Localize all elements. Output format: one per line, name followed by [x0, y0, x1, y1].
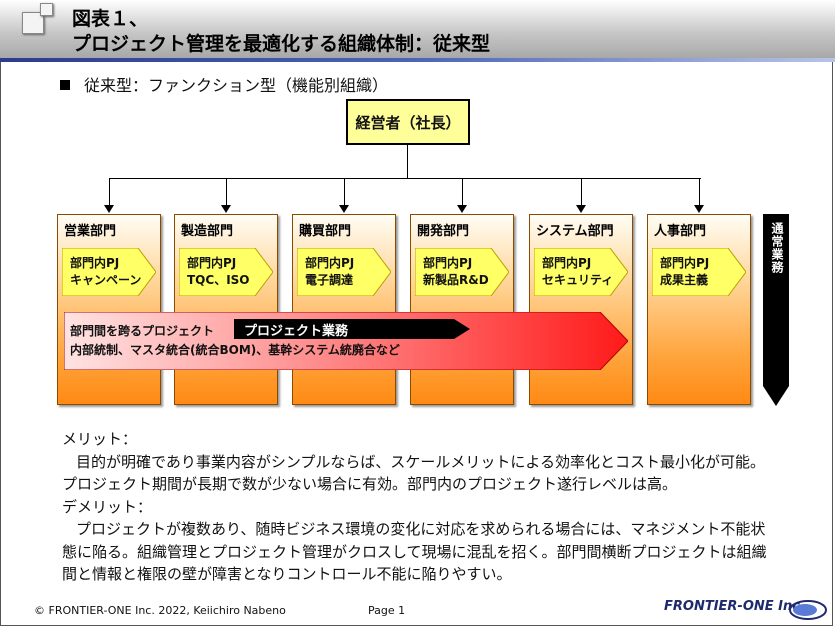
- dept-project-text: 部門内PJ セキュリティ: [542, 255, 613, 289]
- header-accent-line: [0, 58, 835, 62]
- dept-project-label: 部門内PJ: [423, 256, 473, 270]
- dept-column: 開発部門: [410, 214, 514, 405]
- cross-department-arrow: [64, 312, 628, 370]
- decorative-small-square-icon: [40, 3, 53, 16]
- footer-page-number: Page 1: [368, 604, 406, 617]
- arrow-down-icon: [576, 205, 586, 213]
- dept-project-text: 部門内PJ 新製品R&D: [423, 255, 489, 289]
- dept-connector-line: [226, 178, 227, 206]
- demerit-line: プロジェクトが複数あり、随時ビジネス環境の変化に対応を求められる場合には、マネジ…: [76, 520, 766, 538]
- dept-connector-line: [581, 178, 582, 206]
- footer-brand-name: FRONTIER-ONE Inc.: [664, 599, 805, 614]
- decorative-square-icon: [22, 12, 44, 34]
- dept-column: 営業部門: [57, 214, 161, 405]
- dept-name: 開発部門: [417, 224, 470, 239]
- header-banner: [0, 0, 835, 58]
- page-title-line1: 図表１、: [72, 8, 149, 30]
- dept-project-text: 部門内PJ TQC、ISO: [187, 255, 250, 289]
- arrow-down-icon: [694, 205, 704, 213]
- arrow-down-icon: [104, 205, 114, 213]
- dept-name: 製造部門: [181, 224, 234, 239]
- project-work-label: プロジェクト業務: [244, 324, 349, 339]
- dept-project-arrow: 部門内PJ 成果主義: [652, 248, 746, 296]
- dept-name: 営業部門: [64, 224, 117, 239]
- dept-connector-line: [344, 178, 345, 206]
- ceo-connector-line: [407, 145, 408, 178]
- dept-project-label: 部門内PJ: [542, 256, 592, 270]
- dept-project-arrow: 部門内PJ 新製品R&D: [415, 248, 509, 296]
- dept-project-label: 部門内PJ: [660, 256, 710, 270]
- subtitle-bullet: 従来型：ファンクション型（機能別組織）: [60, 72, 388, 96]
- dept-column: システム部門: [529, 214, 633, 405]
- dept-name: システム部門: [536, 224, 614, 239]
- demerit-line: 間と情報と権限の壁が障害となりコントロール不能に陥りやすい。: [62, 565, 512, 583]
- dept-project-label: 部門内PJ: [187, 256, 237, 270]
- branch-line: [109, 178, 701, 179]
- arrow-down-icon: [457, 205, 467, 213]
- dept-project-topic: 新製品R&D: [423, 273, 489, 287]
- dept-project-arrow: 部門内PJ 電子調達: [297, 248, 391, 296]
- ceo-box: 経営者（社長）: [346, 99, 470, 145]
- dept-column: 人事部門: [647, 214, 751, 405]
- dept-connector-line: [462, 178, 463, 206]
- merit-line: プロジェクト期間が長期で数が少ない場合に有効。部門内のプロジェクト遂行レベルは高…: [62, 475, 678, 493]
- dept-connector-line: [699, 178, 700, 206]
- project-work-arrow: [234, 319, 470, 339]
- dept-connector-line: [109, 178, 110, 206]
- routine-work-label: 通常業務: [770, 222, 784, 274]
- dept-column: 購買部門: [292, 214, 396, 405]
- dept-column: 製造部門: [174, 214, 278, 405]
- dept-project-text: 部門内PJ キャンペーン: [70, 255, 141, 289]
- arrow-down-icon: [339, 205, 349, 213]
- dept-project-arrow: 部門内PJ セキュリティ: [534, 248, 628, 296]
- dept-project-topic: 成果主義: [660, 273, 709, 287]
- dept-project-arrow: 部門内PJ TQC、ISO: [179, 248, 273, 296]
- dept-project-label: 部門内PJ: [70, 256, 120, 270]
- dept-name: 人事部門: [654, 224, 707, 239]
- dept-project-text: 部門内PJ 成果主義: [660, 255, 709, 289]
- dept-project-arrow: 部門内PJ キャンペーン: [62, 248, 156, 296]
- demerit-line: 態に陥る。組織管理とプロジェクト管理がクロスして現場に混乱を招く。部門間横断プロ…: [62, 542, 767, 561]
- bullet-square-icon: [60, 80, 70, 90]
- dept-project-topic: セキュリティ: [542, 273, 614, 287]
- dept-project-topic: キャンペーン: [70, 273, 142, 287]
- merit-line: 目的が明確であり事業内容がシンプルならば、スケールメリットによる効率化とコスト最…: [76, 452, 765, 471]
- dept-project-label: 部門内PJ: [305, 256, 355, 270]
- notes-section: メリット： 目的が明確であり事業内容がシンプルならば、スケールメリットによる効率…: [62, 428, 812, 586]
- brand-logo-icon: [789, 600, 827, 620]
- cross-project-detail: 内部統制、マスタ統合(統合BOM)、基幹システム統廃合など: [70, 343, 400, 357]
- cross-project-title: 部門間を跨るプロジェクト: [70, 324, 215, 338]
- routine-work-arrow: [763, 214, 789, 406]
- footer-copyright: © FRONTIER-ONE Inc. 2022, Keiichiro Nabe…: [34, 604, 286, 617]
- page-title-line2: プロジェクト管理を最適化する組織体制：従来型: [72, 33, 491, 55]
- dept-project-topic: 電子調達: [305, 273, 354, 287]
- dept-name: 購買部門: [299, 224, 352, 239]
- dept-project-text: 部門内PJ 電子調達: [305, 255, 354, 289]
- arrow-down-icon: [221, 205, 231, 213]
- demerit-label: デメリット：: [62, 497, 153, 516]
- subtitle-text: 従来型：ファンクション型（機能別組織）: [84, 76, 389, 95]
- merit-label: メリット：: [62, 430, 138, 448]
- dept-project-topic: TQC、ISO: [187, 273, 250, 287]
